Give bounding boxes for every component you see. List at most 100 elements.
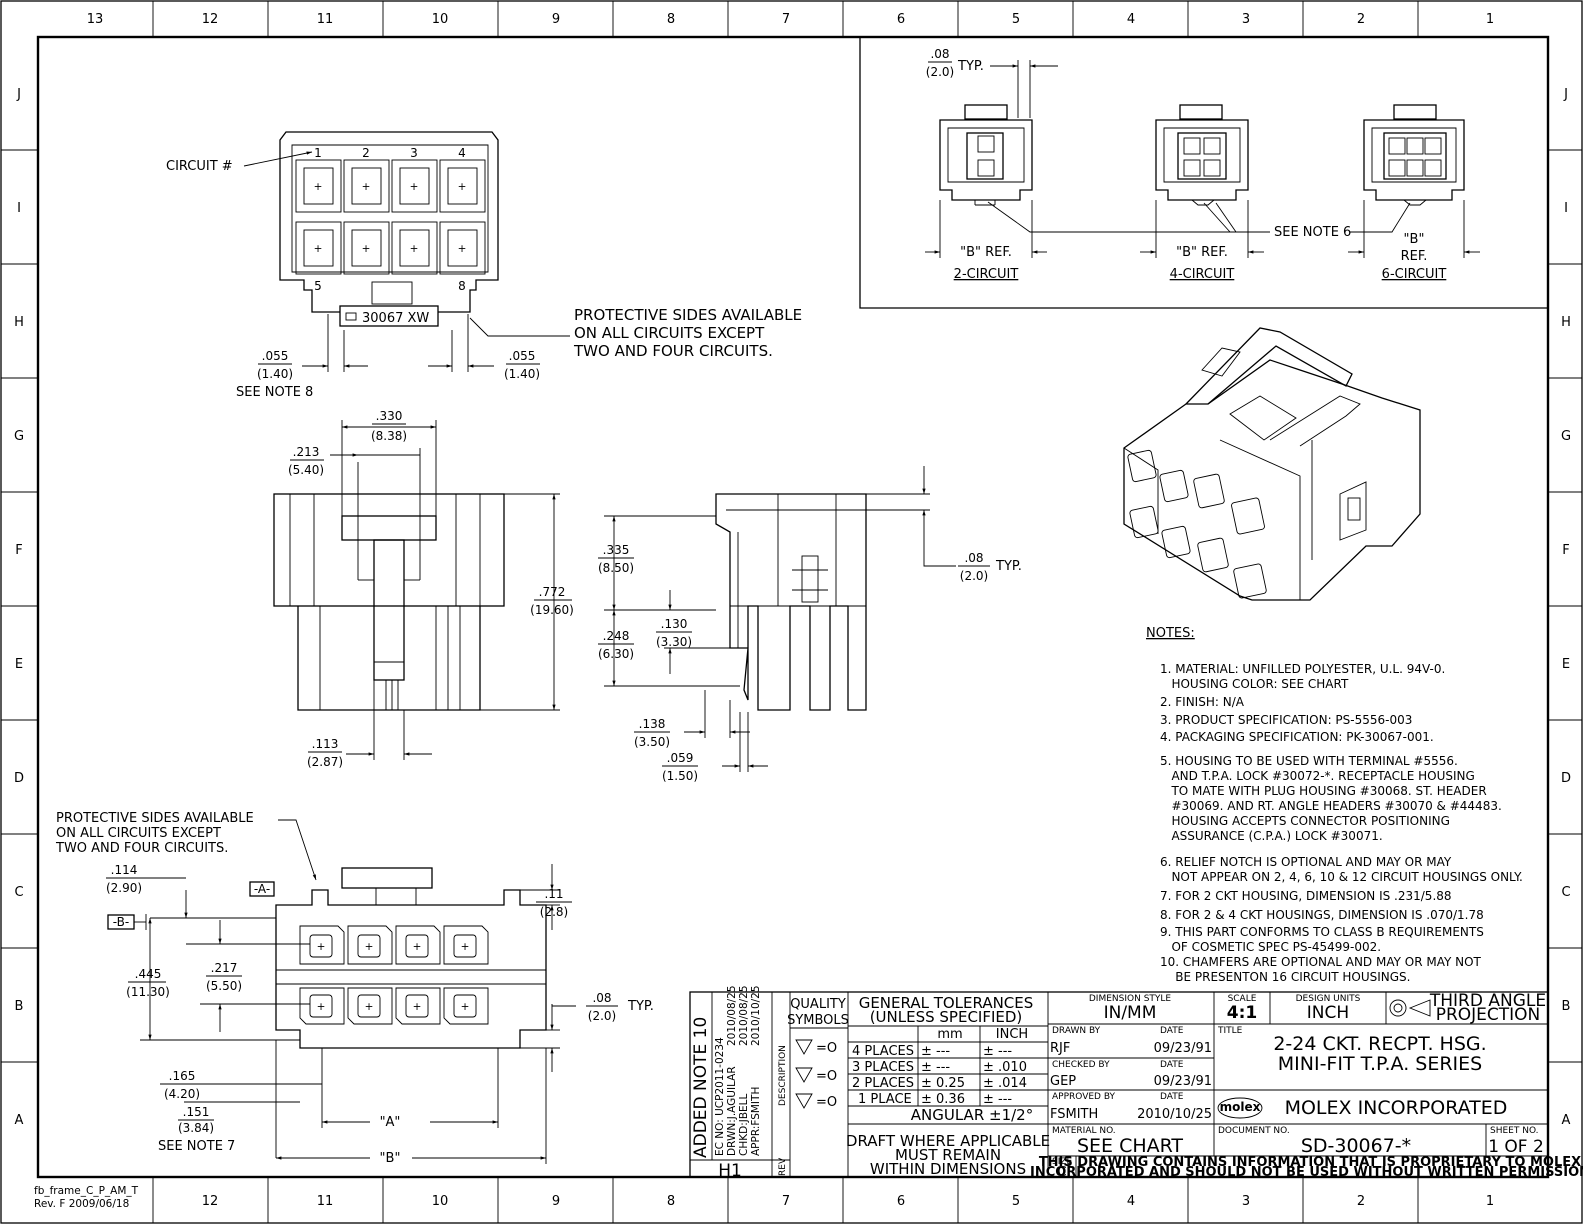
b-ref-label: "B" REF. xyxy=(960,245,1012,260)
dim-value: .138 xyxy=(639,717,666,731)
datum-a xyxy=(249,881,275,897)
svg-text:+: + xyxy=(317,941,326,953)
note-line: BE PRESENTON 16 CIRCUIT HOUSINGS. xyxy=(1160,970,1411,984)
dim-value: (3.30) xyxy=(656,635,692,649)
col-label: 11 xyxy=(317,1194,334,1209)
checked-date: 09/23/91 xyxy=(1154,1074,1212,1089)
design-units-label: DESIGN UNITS xyxy=(1296,994,1361,1004)
svg-text:+: + xyxy=(410,243,419,255)
side-view: .335 (8.50) .248 (6.30) .130 (3.30) .138… xyxy=(598,466,1022,783)
drawing-title: MINI-FIT T.P.A. SERIES xyxy=(1278,1053,1482,1075)
protective-note: TWO AND FOUR CIRCUITS. xyxy=(55,841,228,856)
protective-note: TWO AND FOUR CIRCUITS. xyxy=(573,342,773,360)
col-label: 1 xyxy=(1486,1194,1494,1209)
tol-mm: ± --- xyxy=(921,1060,950,1075)
rev-value: H1 xyxy=(718,1161,742,1181)
note-line: OF COSMETIC SPEC PS-45499-002. xyxy=(1160,940,1381,954)
part-mark: 30067 XW xyxy=(362,311,429,326)
svg-text:+: + xyxy=(365,941,374,953)
col-label: 9 xyxy=(552,12,560,27)
col-label: 6 xyxy=(897,12,905,27)
two-circuit-label: 2-CIRCUIT xyxy=(954,267,1019,282)
note-line: #30069. AND RT. ANGLE HEADERS #30070 & #… xyxy=(1160,799,1502,813)
tol-places: 1 PLACE xyxy=(858,1092,912,1107)
see-note-8: SEE NOTE 8 xyxy=(236,385,313,400)
svg-text:+: + xyxy=(362,181,371,193)
note-line: ASSURANCE (C.P.A.) LOCK #30071. xyxy=(1160,829,1383,843)
col-label: 9 xyxy=(552,1194,560,1209)
col-label: 5 xyxy=(1012,12,1020,27)
row-label: C xyxy=(1561,885,1570,900)
dim-value: .248 xyxy=(603,629,630,643)
dim-value: (2.87) xyxy=(307,755,343,769)
drawn-by-rev: DRWN:J.AGUILAR xyxy=(726,1066,738,1156)
col-label: 7 xyxy=(782,12,790,27)
projection: THIRD ANGLE xyxy=(1429,991,1546,1011)
col-label: 8 xyxy=(667,1194,675,1209)
dim-style-label: DIMENSION STYLE xyxy=(1089,994,1172,1004)
dim-value: .114 xyxy=(111,863,138,877)
tol-inch: ± .014 xyxy=(983,1076,1027,1091)
gen-tol-label: GENERAL TOLERANCES xyxy=(859,994,1034,1012)
dim-label: TYP. xyxy=(957,59,984,74)
note-line: 5. HOUSING TO BE USED WITH TERMINAL #555… xyxy=(1160,754,1458,768)
quality-label: SYMBOLS xyxy=(787,1013,849,1028)
company-name: MOLEX INCORPORATED xyxy=(1285,1097,1508,1119)
col-label: 11 xyxy=(317,12,334,27)
two-circuit-view: .08 (2.0) TYP. "B" REF. 2-CIRCUIT xyxy=(925,47,1058,282)
protective-note: PROTECTIVE SIDES AVAILABLE xyxy=(56,811,254,826)
col-label: 4 xyxy=(1127,12,1135,27)
title-block: ADDED NOTE 10 EC NO: UCP2011-0234 DRWN:J… xyxy=(689,985,1583,1181)
note-line: NOT APPEAR ON 2, 4, 6, 10 & 12 CIRCUIT H… xyxy=(1160,870,1523,884)
pin-number: 4 xyxy=(458,146,466,160)
svg-text:+: + xyxy=(413,1001,422,1013)
svg-text:+: + xyxy=(410,181,419,193)
drawn-by-label: DRAWN BY xyxy=(1052,1026,1101,1036)
dim-value: .445 xyxy=(135,967,162,981)
draft-note: DRAFT WHERE APPLICABLE xyxy=(846,1132,1050,1150)
note-line: 2. FINISH: N/A xyxy=(1160,695,1245,709)
tol-places: 2 PLACES xyxy=(852,1076,914,1091)
dim-label: TYP. xyxy=(627,999,654,1014)
dim-value: .213 xyxy=(293,445,320,459)
row-label: E xyxy=(1562,657,1570,672)
dim-value: (1.40) xyxy=(504,367,540,381)
row-label: C xyxy=(14,885,23,900)
svg-text:+: + xyxy=(458,181,467,193)
material-number: SEE CHART xyxy=(1077,1135,1183,1157)
quality-eq: =O xyxy=(816,1041,837,1056)
col-label: 10 xyxy=(432,12,449,27)
dim-value: (3.84) xyxy=(178,1121,214,1135)
row-label: J xyxy=(16,87,21,102)
six-circuit-view: "B" REF. 6-CIRCUIT xyxy=(1348,104,1480,282)
notes-heading: NOTES: xyxy=(1146,626,1195,641)
rev-label: REV xyxy=(778,1157,788,1176)
col-label: 5 xyxy=(1012,1194,1020,1209)
six-circuit-label: 6-CIRCUIT xyxy=(1382,267,1447,282)
row-label: D xyxy=(1561,771,1571,786)
rev-date: 2010/08/25 xyxy=(738,985,750,1046)
dim-value: (5.50) xyxy=(206,979,242,993)
note-line: 8. FOR 2 & 4 CKT HOUSINGS, DIMENSION IS … xyxy=(1160,908,1484,922)
row-label: D xyxy=(14,771,24,786)
dim-value: .217 xyxy=(211,961,238,975)
note-line: TO MATE WITH PLUG HOUSING #30068. ST. HE… xyxy=(1160,784,1487,798)
note-line: 3. PRODUCT SPECIFICATION: PS-5556-003 xyxy=(1160,713,1412,727)
document-number: SD-30067-* xyxy=(1301,1135,1411,1157)
proprietary-notice: THIS DRAWING CONTAINS INFORMATION THAT I… xyxy=(1039,1155,1581,1170)
dim-value: (2.0) xyxy=(926,65,954,79)
svg-text:+: + xyxy=(461,941,470,953)
date-label: DATE xyxy=(1160,1092,1184,1102)
dim-value: .330 xyxy=(376,409,403,423)
col-label: 12 xyxy=(202,1194,219,1209)
proprietary-notice: INCORPORATED AND SHOULD NOT BE USED WITH… xyxy=(1030,1165,1583,1180)
drawing-title: 2-24 CKT. RECPT. HSG. xyxy=(1273,1033,1486,1055)
drawn-by: RJF xyxy=(1050,1041,1070,1056)
front-view: ++++ ++++ 30067 XW 1 2 3 4 5 8 CIRCUIT #… xyxy=(166,131,802,400)
svg-text:+: + xyxy=(314,243,323,255)
col-label: 2 xyxy=(1357,1194,1365,1209)
quality-eq: =O xyxy=(816,1095,837,1110)
part-mark-box xyxy=(339,305,439,327)
tol-col-mm: mm xyxy=(937,1027,962,1042)
b-ref-label: "B" REF. xyxy=(1176,245,1228,260)
